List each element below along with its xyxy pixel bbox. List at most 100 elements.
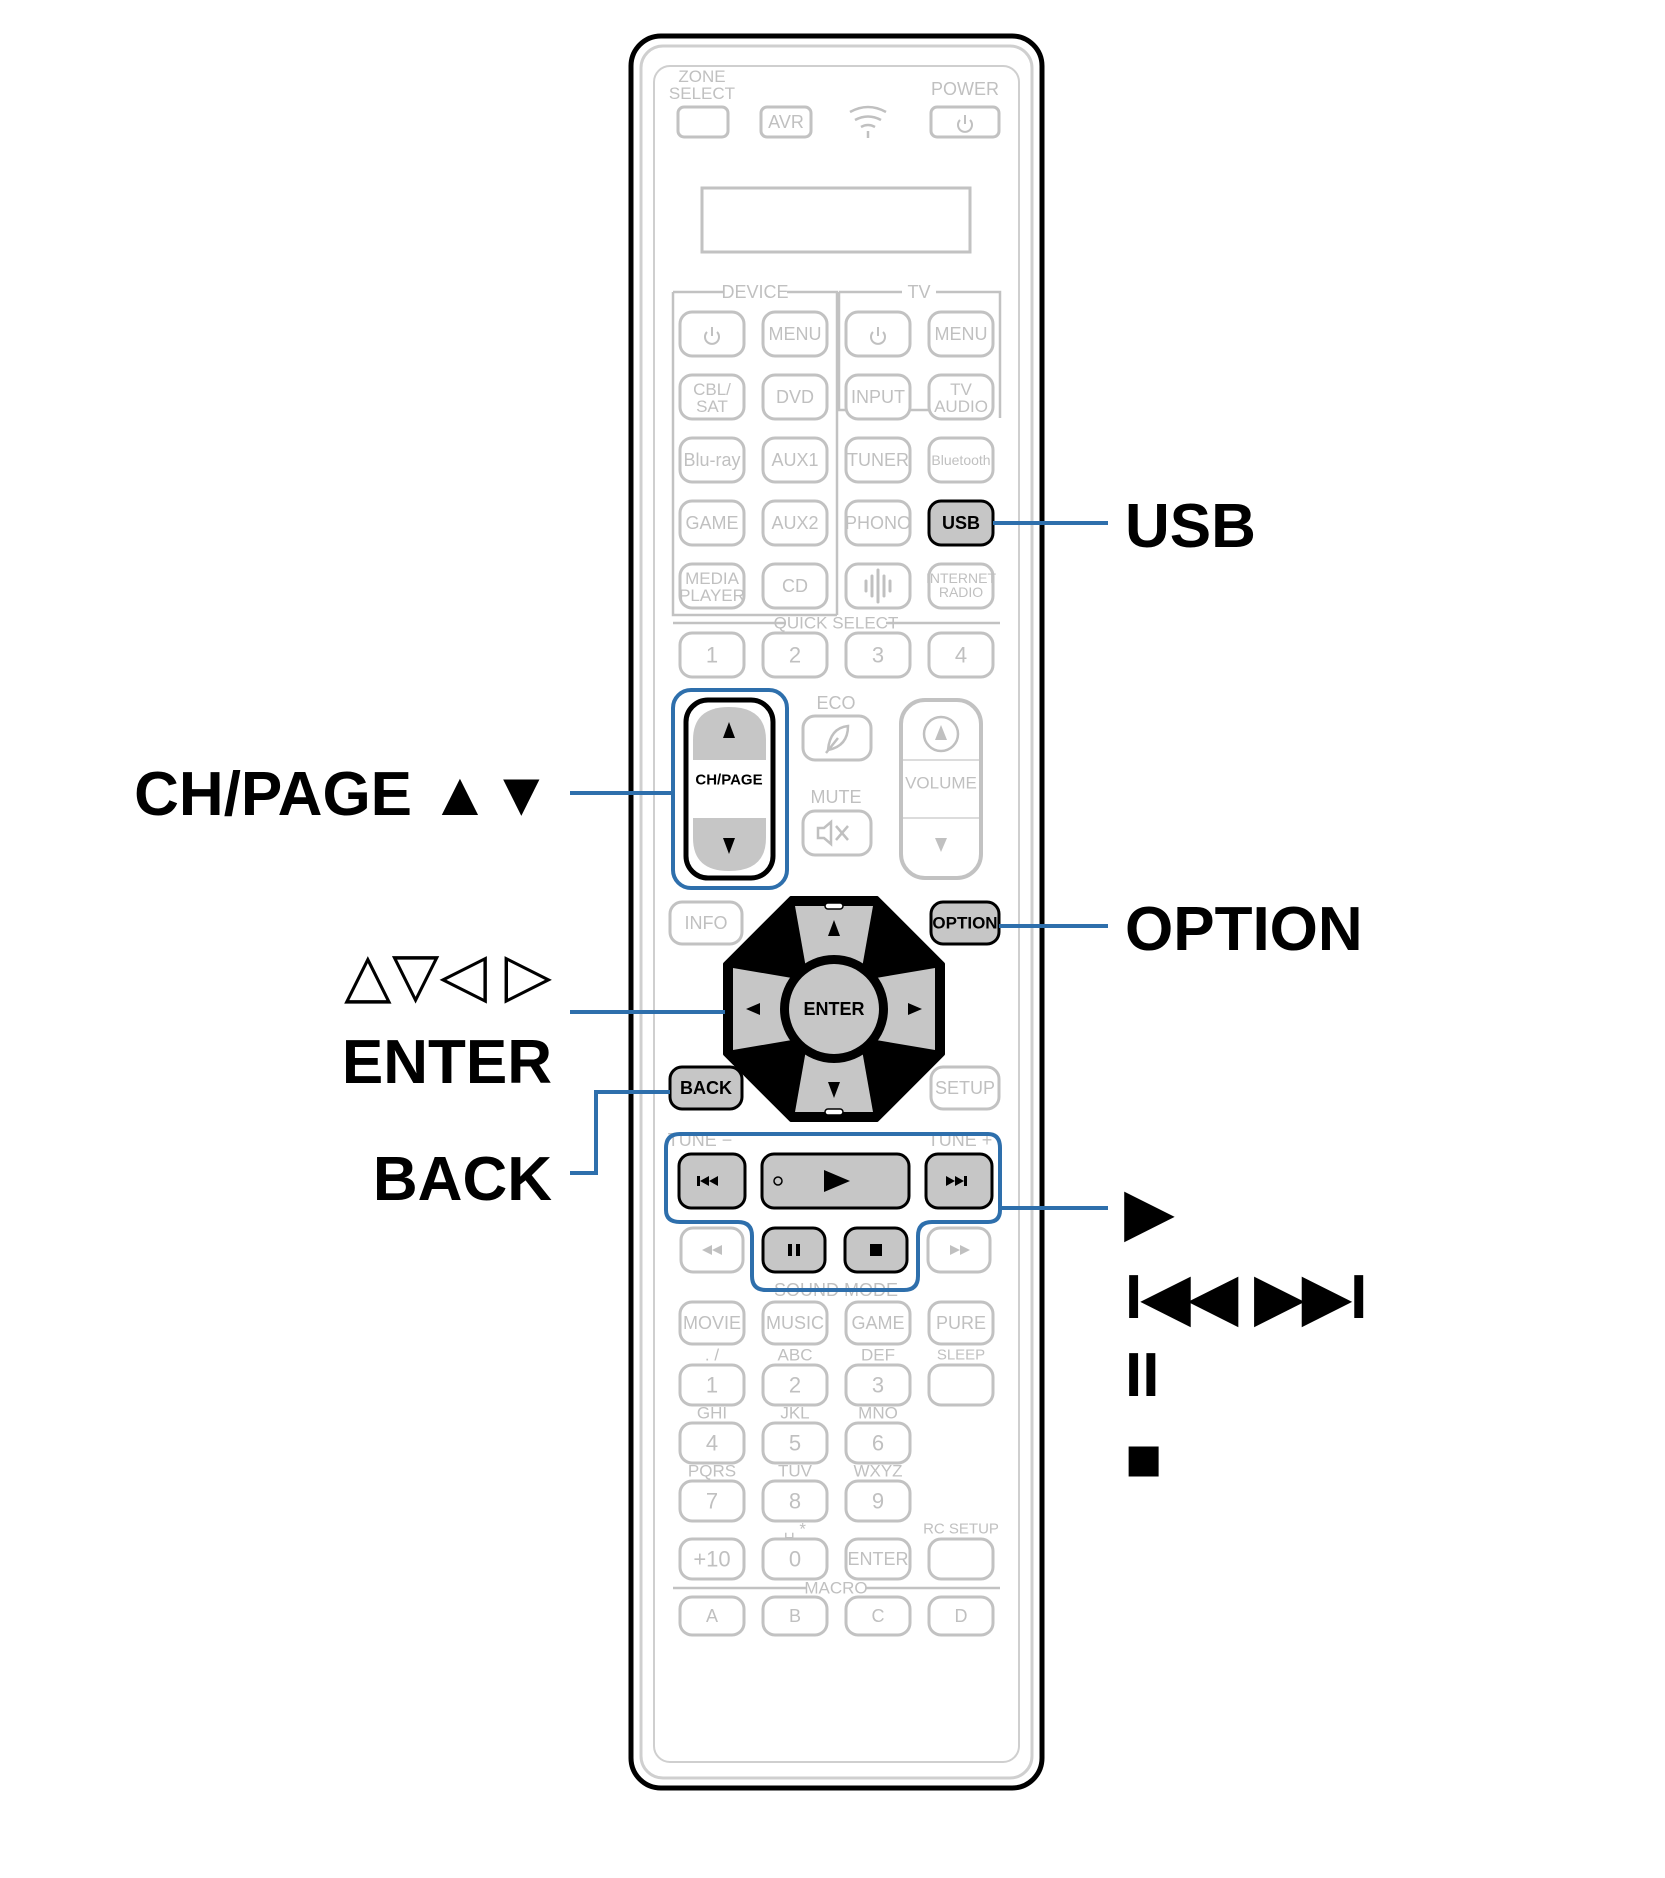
cd-button[interactable] xyxy=(761,562,829,610)
quick-select-1-button[interactable] xyxy=(678,631,746,679)
tv-menu-label: MENU xyxy=(935,324,988,344)
media-player-button[interactable] xyxy=(678,562,746,610)
internet-radio-button[interactable] xyxy=(927,562,995,610)
stop-icon xyxy=(870,1244,882,1256)
bluetooth-label: Bluetooth xyxy=(931,452,990,468)
back-button[interactable] xyxy=(668,1065,744,1111)
key-7-letters: PQRS xyxy=(688,1462,736,1481)
game-mode-button[interactable] xyxy=(844,1300,912,1346)
plus10-button[interactable] xyxy=(678,1537,746,1581)
ch-page-label: CH/PAGE xyxy=(695,772,762,789)
key-0-button[interactable] xyxy=(761,1537,829,1581)
game-label: GAME xyxy=(685,513,738,533)
device-menu-button[interactable] xyxy=(761,310,829,358)
mute-label: MUTE xyxy=(811,787,862,807)
play-callout-label: ▶ xyxy=(1124,1178,1175,1247)
aux1-button[interactable] xyxy=(761,436,829,484)
pure-label: PURE xyxy=(936,1313,986,1333)
aux1-label: AUX1 xyxy=(771,450,818,470)
input-button[interactable] xyxy=(844,373,912,421)
zone-select-button[interactable] xyxy=(676,105,730,139)
cursor-up-button[interactable] xyxy=(795,906,873,968)
input-label: INPUT xyxy=(851,387,905,407)
phono-button[interactable] xyxy=(844,499,912,547)
key-9-button[interactable] xyxy=(844,1479,912,1523)
mute-button[interactable] xyxy=(801,809,873,857)
key-3-letters: DEF xyxy=(861,1346,895,1365)
bluray-button[interactable] xyxy=(678,436,746,484)
ch-up-arrow-icon xyxy=(723,722,735,738)
key-8-button[interactable] xyxy=(761,1479,829,1523)
back-key-label: BACK xyxy=(680,1078,732,1098)
pause-button[interactable] xyxy=(761,1226,827,1274)
sleep-label: SLEEP xyxy=(937,1347,985,1364)
cbl-sat-button[interactable] xyxy=(678,373,746,421)
tv-label: TV xyxy=(907,282,930,302)
heos-icon xyxy=(864,568,892,604)
info-button[interactable] xyxy=(668,900,744,946)
pure-button[interactable] xyxy=(927,1300,995,1346)
rc-setup-label: RC SETUP xyxy=(923,1521,999,1538)
key-5-letters: JKL xyxy=(780,1404,809,1423)
option-button[interactable] xyxy=(929,900,1001,946)
music-label: MUSIC xyxy=(766,1313,824,1333)
macro-c-label: C xyxy=(872,1606,885,1626)
macro-a-label: A xyxy=(706,1606,718,1626)
key-2-button[interactable] xyxy=(761,1363,829,1407)
macro-d-button[interactable] xyxy=(927,1595,995,1637)
macro-b-button[interactable] xyxy=(761,1595,829,1637)
macro-d-label: D xyxy=(955,1606,968,1626)
tv-menu-button[interactable] xyxy=(927,310,995,358)
key-1-letters: . / xyxy=(705,1346,719,1365)
back-callout-line xyxy=(570,1090,670,1175)
bluetooth-button[interactable] xyxy=(927,436,995,484)
key-1-button[interactable] xyxy=(678,1363,746,1407)
volume-label: VOLUME xyxy=(905,774,977,793)
tuner-label: TUNER xyxy=(847,450,909,470)
cd-label: CD xyxy=(782,576,808,596)
cursor-left-button[interactable] xyxy=(733,968,792,1050)
macro-c-button[interactable] xyxy=(844,1595,912,1637)
plus10-label: +10 xyxy=(693,1547,730,1572)
quick-select-2-button[interactable] xyxy=(761,631,829,679)
key-7-button[interactable] xyxy=(678,1479,746,1523)
enter-callout-label: ENTER xyxy=(342,1028,552,1097)
macro-a-button[interactable] xyxy=(678,1595,746,1637)
sleep-button[interactable] xyxy=(927,1363,995,1407)
movie-button[interactable] xyxy=(678,1300,746,1346)
macro-b-label: B xyxy=(789,1606,801,1626)
key-4-letters: GHI xyxy=(697,1404,727,1423)
aux2-button[interactable] xyxy=(761,499,829,547)
tv-audio-button[interactable] xyxy=(927,373,995,421)
tuner-button[interactable] xyxy=(844,436,912,484)
volume-rocker[interactable] xyxy=(899,698,983,880)
usb-key-label: USB xyxy=(942,513,980,533)
setup-label: SETUP xyxy=(935,1078,995,1098)
game-button[interactable] xyxy=(678,499,746,547)
pause-icon xyxy=(788,1244,800,1256)
volume-up-icon xyxy=(922,715,960,753)
enter-button[interactable] xyxy=(789,964,879,1054)
eco-leaf-icon xyxy=(825,724,850,754)
setup-button[interactable] xyxy=(929,1065,1001,1111)
key-6-button[interactable] xyxy=(844,1421,912,1465)
volume-up-arrow-icon xyxy=(935,725,947,740)
numpad-enter-button[interactable] xyxy=(844,1537,912,1581)
key-4-button[interactable] xyxy=(678,1421,746,1465)
key-0-label: 0 xyxy=(789,1547,801,1572)
quick-select-3-button[interactable] xyxy=(844,631,912,679)
music-button[interactable] xyxy=(761,1300,829,1346)
rc-setup-button[interactable] xyxy=(927,1537,995,1581)
remote-bezel xyxy=(639,44,1034,1780)
cursor-down-button[interactable] xyxy=(795,1050,873,1112)
key-2-letters: ABC xyxy=(778,1346,813,1365)
key-5-button[interactable] xyxy=(761,1421,829,1465)
key-3-button[interactable] xyxy=(844,1363,912,1407)
numpad-enter-label: ENTER xyxy=(847,1549,908,1569)
avr-button[interactable] xyxy=(759,105,813,139)
cursor-right-button[interactable] xyxy=(876,968,935,1050)
quick-select-4-button[interactable] xyxy=(927,631,995,679)
dvd-button[interactable] xyxy=(761,373,829,421)
